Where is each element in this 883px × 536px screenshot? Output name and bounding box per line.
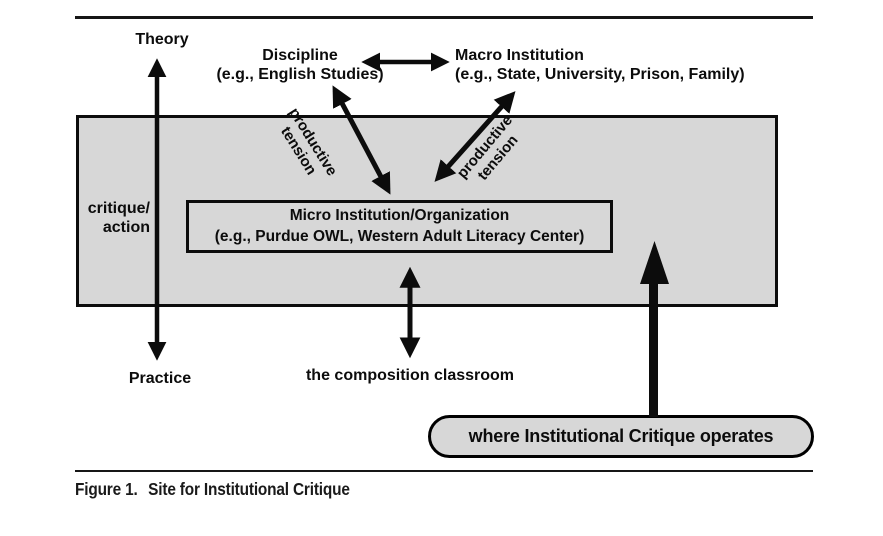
critique-action-label: critique/ action: [87, 200, 150, 237]
figure-caption-label: Figure 1.: [75, 479, 138, 499]
macro-institution-example: (e.g., State, University, Prison, Family…: [455, 66, 745, 84]
micro-institution-example: (e.g., Purdue OWL, Western Adult Literac…: [214, 227, 585, 245]
composition-classroom-label: the composition classroom: [305, 367, 515, 384]
macro-institution-block: Macro Institution (e.g., State, Universi…: [455, 46, 785, 84]
micro-institution-box: Micro Institution/Organization (e.g., Pu…: [186, 200, 613, 253]
macro-institution-label: Macro Institution: [455, 47, 584, 64]
micro-institution-title: Micro Institution/Organization: [289, 207, 510, 225]
theory-label: Theory: [135, 31, 189, 48]
operates-label: where Institutional Critique operates: [468, 425, 774, 446]
discipline-block: Discipline (e.g., English Studies): [185, 46, 415, 84]
bottom-rule: [75, 470, 813, 472]
institutional-critique-pill: where Institutional Critique operates: [428, 415, 814, 458]
discipline-label: Discipline: [262, 47, 338, 64]
practice-label: Practice: [128, 370, 192, 387]
figure-caption-text: Site for Institutional Critique: [148, 479, 350, 499]
figure-caption: Figure 1. Site for Institutional Critique: [75, 479, 387, 500]
top-rule: [75, 16, 813, 19]
discipline-example: (e.g., English Studies): [216, 66, 384, 84]
